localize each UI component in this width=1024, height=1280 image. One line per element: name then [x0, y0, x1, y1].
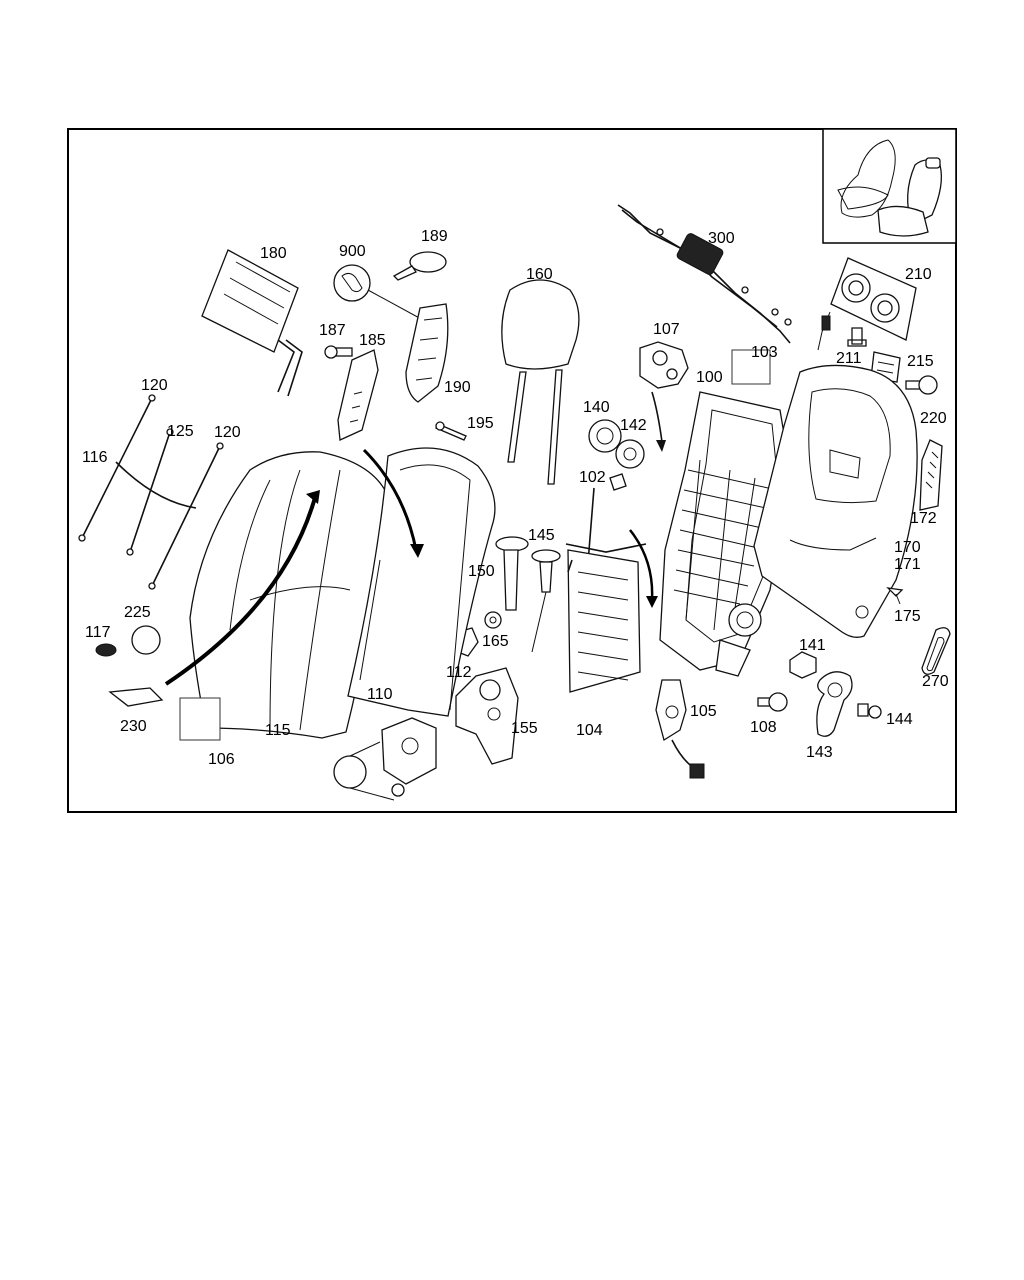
callout-143: 143: [806, 744, 833, 761]
callout-189: 189: [421, 228, 448, 245]
callout-300: 300: [708, 230, 735, 247]
part-110-cover: [347, 447, 496, 717]
assembly-arrowhead: [646, 596, 658, 608]
part-106-adjuster: [333, 717, 437, 801]
part-145-headrest-guide: [531, 549, 561, 653]
part-120-wire-right: [148, 442, 224, 590]
assembly-arrow: [629, 529, 654, 601]
callout-120-right: 120: [214, 424, 241, 441]
callout-211: 211: [836, 350, 862, 367]
callout-125: 125: [167, 423, 194, 440]
callout-103: 103: [751, 344, 778, 361]
callout-175: 175: [894, 608, 921, 625]
callout-141: 141: [799, 637, 826, 654]
callout-230: 106: [208, 751, 235, 768]
part-104-rear-panel: [565, 543, 647, 693]
callout-155: 155: [511, 720, 538, 737]
callout-110: 110: [367, 686, 393, 703]
callout-900: 900: [339, 243, 366, 260]
part-155-mechanism: [455, 667, 519, 765]
callout-171: 171: [894, 556, 921, 573]
part-225-handle: [108, 687, 164, 707]
callout-labels: 300 210 211 215 220 103 107 100 172 170 …: [82, 228, 949, 768]
callout-140: 140: [583, 399, 610, 416]
callout-120-left: 120: [141, 377, 168, 394]
part-165-clip: [484, 611, 502, 629]
seat-locator-inset: [822, 128, 957, 244]
part-172-trim: [919, 439, 943, 511]
part-270-ring: [921, 627, 951, 675]
part-211-clip: [847, 327, 867, 347]
part-117-disc: [131, 625, 161, 655]
part-120-wire-left: [78, 394, 156, 542]
part-116-button: [95, 643, 117, 657]
part-195-bolt: [435, 421, 467, 441]
part-230-label: [179, 697, 221, 741]
callout-225: 230: [120, 718, 147, 735]
part-103-label: [731, 349, 771, 385]
part-140-knob: [588, 419, 622, 453]
callout-215: 215: [907, 353, 934, 370]
callout-190: 190: [444, 379, 471, 396]
callout-100: 100: [696, 369, 723, 386]
callout-150: 150: [468, 563, 495, 580]
callout-105: 105: [690, 703, 717, 720]
callout-108: 108: [750, 719, 777, 736]
part-125-wire: [126, 428, 174, 556]
callout-144: 144: [886, 711, 913, 728]
part-108-bolt: [757, 692, 788, 712]
callout-180: 180: [260, 245, 287, 262]
part-180-heating-mat: [201, 249, 303, 397]
callout-116: 117: [85, 624, 111, 641]
part-130-strap: [115, 461, 197, 509]
part-187-screw: [324, 345, 353, 359]
part-100-backrest-frame: [659, 391, 791, 677]
callout-104: 104: [576, 722, 603, 739]
part-210-lumbar-support: [817, 257, 917, 351]
callout-115: 115: [265, 722, 291, 739]
part-220-screw: [905, 375, 938, 395]
part-175-clip: [886, 587, 904, 605]
part-115-cushion: [189, 451, 387, 739]
assembly-arrowhead: [410, 544, 424, 558]
part-190-side-panel: [405, 303, 449, 403]
part-300-wiring-harness: [617, 204, 792, 344]
assembly-arrowhead: [306, 490, 320, 504]
callout-210: 210: [905, 266, 932, 283]
part-185-side-trim: [337, 349, 379, 441]
part-105-motor: [655, 679, 705, 779]
callout-220: 220: [920, 410, 947, 427]
callout-170: 170: [894, 539, 921, 556]
part-170-backrest-cover: [753, 364, 918, 638]
part-900-wrench-icon: [333, 264, 424, 321]
callout-270: 270: [922, 673, 949, 690]
assembly-arrow: [164, 493, 318, 686]
assembly-arrow: [362, 448, 418, 551]
callout-195: 195: [467, 415, 494, 432]
callout-117: 225: [124, 604, 151, 621]
callout-185: 185: [359, 332, 386, 349]
part-143-cover: [816, 671, 853, 737]
callout-112: 112: [446, 664, 472, 681]
part-142-gear: [615, 439, 645, 469]
part-189-cable-tie: [392, 251, 447, 281]
callout-130: 116: [82, 449, 108, 466]
callout-187: 187: [319, 322, 346, 339]
callout-172: 172: [910, 510, 937, 527]
part-160-headrest: [501, 279, 580, 485]
callout-142: 142: [620, 417, 647, 434]
part-107-motor: [639, 341, 689, 452]
callout-160: 160: [526, 266, 553, 283]
part-141-cap: [789, 651, 817, 679]
callout-165: 165: [482, 633, 509, 650]
callout-102: 102: [579, 469, 606, 486]
callout-145: 145: [528, 527, 555, 544]
part-150-headrest-guide: [495, 536, 529, 611]
seat-locator-icon: [837, 139, 943, 237]
callout-107: 107: [653, 321, 680, 338]
part-144-screw: [857, 703, 882, 719]
